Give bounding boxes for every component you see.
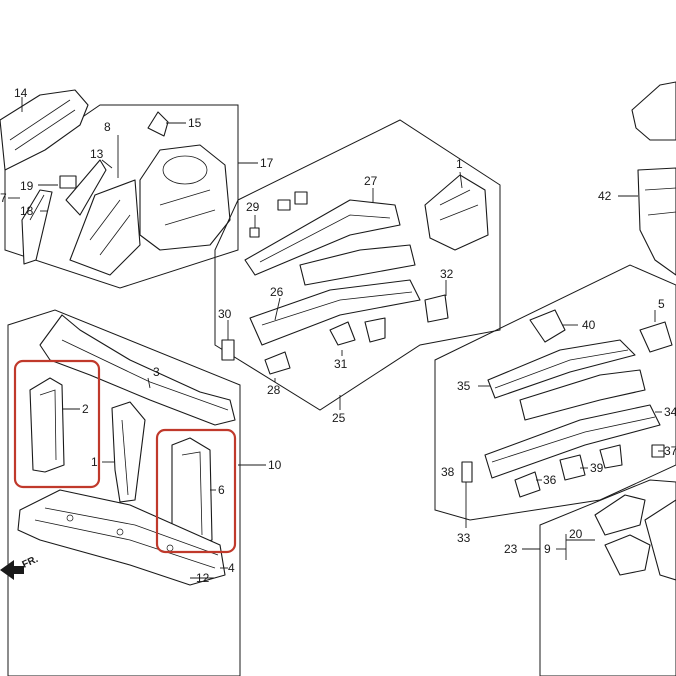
callout-27: 27 <box>364 174 378 188</box>
part-2-side-support <box>29 377 65 473</box>
part-23-member <box>644 499 676 581</box>
part-42-floor <box>637 167 676 276</box>
part-3-upper-member <box>39 314 236 426</box>
callout-29: 29 <box>246 200 260 214</box>
callout-37: 37 <box>664 444 676 458</box>
callout-9: 9 <box>544 542 551 556</box>
part-18-bracket <box>21 189 53 265</box>
callout-42: 42 <box>598 189 612 203</box>
part-27-rail <box>244 199 401 276</box>
bulkhead-group: 3 2 1 6 10 12 4 FR. <box>0 309 282 676</box>
callout-28: 28 <box>267 383 281 397</box>
callout-31: 31 <box>334 357 348 371</box>
right-frame-group: 40 5 35 34 38 36 39 37 33 <box>434 264 676 545</box>
front-arrow-icon: FR. <box>0 554 40 580</box>
callout-12: 12 <box>196 571 210 585</box>
callout-1: 1 <box>456 157 463 171</box>
part-1-box <box>424 174 489 251</box>
callout-35: 35 <box>457 379 471 393</box>
right-frame <box>434 264 676 521</box>
part-40-bracket <box>529 309 566 343</box>
callout-8: 8 <box>104 120 111 134</box>
highlight-part-6 <box>155 428 237 554</box>
callout-32: 32 <box>440 267 454 281</box>
callout-39: 39 <box>590 461 604 475</box>
part-4-lower-member <box>17 489 226 586</box>
callout-23: 23 <box>504 542 518 556</box>
part-20-gusset <box>594 494 646 536</box>
callout-3: 3 <box>153 365 160 379</box>
top-left-frame <box>4 104 239 289</box>
top-right-group: 42 <box>598 81 676 276</box>
callout-15: 15 <box>188 116 202 130</box>
center-frame <box>214 119 501 411</box>
part-39-mount <box>559 454 586 481</box>
part-15-mount <box>147 111 169 137</box>
bottom-right-group: 23 9 20 <box>504 479 676 676</box>
part-26-inner <box>299 244 416 286</box>
part-35-rail <box>487 339 636 399</box>
part-5-mount <box>639 321 673 353</box>
callout-7: 7 <box>0 191 7 205</box>
callout-4: 4 <box>228 561 235 575</box>
part-13-gusset <box>65 159 107 216</box>
part-36-plate <box>514 471 541 498</box>
callout-13: 13 <box>90 147 104 161</box>
part-30-clip <box>221 339 235 361</box>
callout-19: 19 <box>20 179 34 193</box>
part-19-clip <box>59 175 77 189</box>
part-28-plate <box>264 351 291 375</box>
part-rear-lower-rail <box>484 404 661 479</box>
callout-40: 40 <box>582 318 596 332</box>
callout-30: 30 <box>218 307 232 321</box>
callout-36: 36 <box>543 473 557 487</box>
bulkhead-frame <box>7 309 241 676</box>
callout-38: 38 <box>441 465 455 479</box>
callout-14: 14 <box>14 86 28 100</box>
callout-25: 25 <box>332 411 346 425</box>
part-1-center-brace <box>111 401 146 503</box>
callout-20: 20 <box>569 527 583 541</box>
part-8-apron <box>69 179 141 276</box>
part-31-mount <box>329 321 356 346</box>
part-14-rail <box>0 89 89 171</box>
callout-5: 5 <box>658 297 665 311</box>
callout-2: 2 <box>82 402 89 416</box>
highlight-part-2 <box>13 359 101 489</box>
callout-1-brace: 1 <box>91 455 98 469</box>
center-group: 1 27 29 26 30 28 31 32 25 <box>214 119 501 425</box>
part-9-bracket <box>604 534 651 576</box>
callout-34: 34 <box>664 405 676 419</box>
callout-26: 26 <box>270 285 284 299</box>
part-26-frame <box>249 279 421 346</box>
callout-10: 10 <box>268 458 282 472</box>
part-38-clip <box>461 461 473 483</box>
part-top-right-member <box>631 81 676 141</box>
top-left-group: 14 8 13 15 17 19 7 18 <box>0 86 274 289</box>
callout-17: 17 <box>260 156 274 170</box>
front-indicator-label: FR. <box>21 554 40 571</box>
callout-33: 33 <box>457 531 471 545</box>
callout-6: 6 <box>218 483 225 497</box>
bottom-right-frame <box>539 479 676 676</box>
part-29-bolt <box>249 227 260 238</box>
part-32-bracket <box>424 294 449 323</box>
callout-18: 18 <box>20 204 34 218</box>
